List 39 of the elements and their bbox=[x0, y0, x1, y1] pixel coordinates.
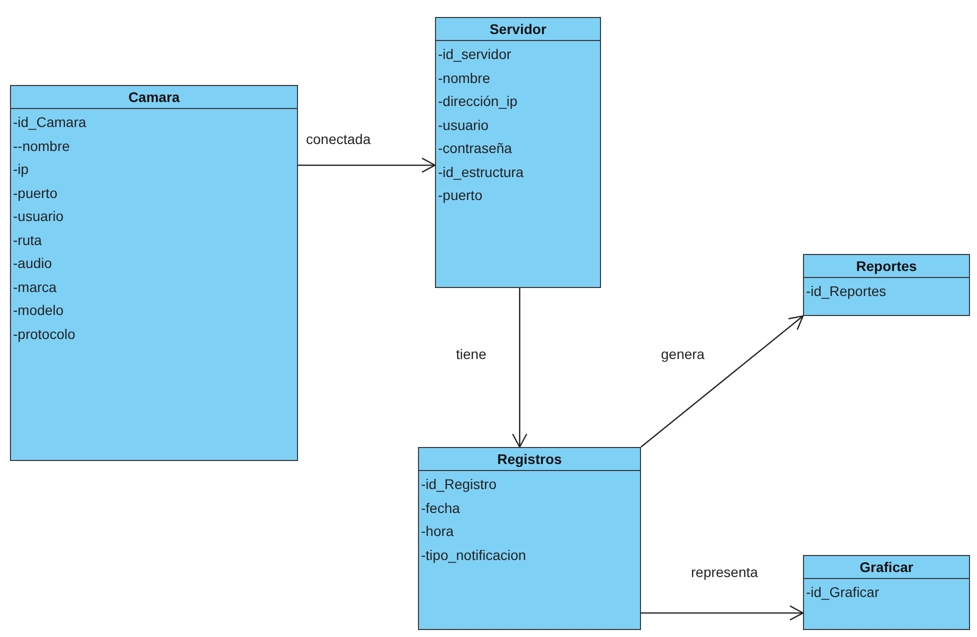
attribute: -ruta bbox=[13, 230, 43, 250]
edge-label: conectada bbox=[305, 131, 372, 147]
association-arrow bbox=[298, 158, 436, 173]
class-name: Graficar bbox=[804, 556, 969, 579]
attribute: -fecha bbox=[421, 498, 461, 518]
attribute: -id_estructura bbox=[438, 162, 525, 182]
attribute: -id_Registro bbox=[421, 475, 498, 494]
association-arrow bbox=[641, 605, 804, 621]
attribute: -modelo bbox=[13, 301, 65, 320]
association-arrow bbox=[640, 315, 804, 448]
attribute: -dirección_ip bbox=[438, 92, 518, 111]
attribute: -protocolo bbox=[13, 324, 76, 344]
attribute: -usuario bbox=[438, 116, 490, 134]
class-box bbox=[435, 17, 601, 288]
attribute: -puerto bbox=[438, 186, 484, 205]
attribute: -tipo_notificacion bbox=[421, 546, 528, 565]
attribute: -id_Reportes bbox=[806, 282, 888, 301]
attribute: -id_Camara bbox=[13, 113, 88, 132]
attribute: -hora bbox=[421, 522, 455, 541]
attribute: -nombre bbox=[438, 68, 492, 88]
attribute: -puerto bbox=[13, 184, 58, 203]
class-name: Servidor bbox=[436, 18, 600, 41]
attribute: -marca bbox=[13, 278, 58, 296]
class-box bbox=[803, 555, 970, 630]
attribute: -contraseña bbox=[438, 139, 513, 158]
attribute: -audio bbox=[13, 254, 53, 273]
attribute: -ip bbox=[13, 160, 30, 179]
attribute: --nombre bbox=[13, 136, 71, 156]
edge-label: tiene bbox=[455, 346, 488, 362]
class-name: Registros bbox=[419, 448, 640, 471]
class-name: Camara bbox=[11, 86, 297, 109]
class-box bbox=[803, 254, 970, 316]
class-name: Reportes bbox=[804, 255, 969, 278]
attribute: -id_Graficar bbox=[806, 583, 880, 602]
class-box bbox=[10, 85, 298, 461]
association-arrow bbox=[512, 288, 528, 448]
attribute: -id_servidor bbox=[438, 45, 512, 64]
class-box bbox=[418, 447, 641, 630]
attribute: -usuario bbox=[13, 207, 65, 226]
